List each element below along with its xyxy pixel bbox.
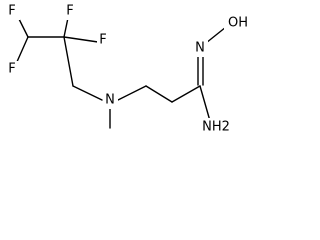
bonds bbox=[15, 12, 227, 129]
atom-n-oxime-label: N bbox=[195, 41, 205, 56]
bond-c2-c3 bbox=[63, 36, 74, 87]
atom-f1: F bbox=[6, 3, 20, 20]
atom-labels: F F F F N N OH NH2 bbox=[6, 3, 250, 135]
bond-c1-f2 bbox=[15, 36, 29, 65]
atom-amino-label: NH2 bbox=[202, 120, 230, 135]
bond-c6-nh2 bbox=[199, 85, 211, 122]
atom-amino: NH2 bbox=[198, 118, 234, 135]
atom-hydroxyl-label: OH bbox=[228, 16, 248, 31]
bond-c2-f4 bbox=[63, 36, 99, 43]
atom-f3: F bbox=[64, 3, 78, 20]
atom-n-oxime: N bbox=[193, 40, 208, 57]
atom-f2: F bbox=[6, 61, 20, 78]
structure-diagram: F F F F N N OH NH2 bbox=[6, 3, 250, 135]
atom-f2-label: F bbox=[8, 62, 15, 77]
bond-n-o bbox=[205, 26, 227, 44]
atom-n-amine-label: N bbox=[105, 93, 115, 108]
bond-c5-c6 bbox=[171, 85, 201, 103]
bond-n-c4 bbox=[117, 85, 147, 101]
bond-c4-c5 bbox=[145, 85, 173, 103]
bond-c3-n bbox=[72, 85, 103, 101]
atom-f1-label: F bbox=[8, 4, 15, 19]
atom-n-amine: N bbox=[103, 92, 118, 109]
atom-f4: F bbox=[97, 32, 111, 49]
atom-hydroxyl: OH bbox=[224, 15, 250, 32]
atom-f4-label: F bbox=[99, 33, 106, 48]
atom-f3-label: F bbox=[66, 4, 73, 19]
